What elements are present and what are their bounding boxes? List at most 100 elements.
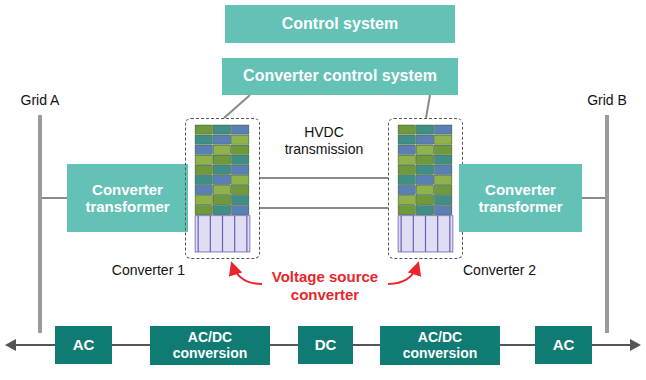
connector-line [270, 344, 298, 346]
connector-line [353, 344, 380, 346]
connector-line [426, 95, 430, 118]
valve-module [232, 125, 249, 134]
stage-box: AC [535, 326, 592, 364]
flow-arrowhead [5, 339, 16, 351]
box-text: Converter control system [243, 67, 437, 85]
valve-module [232, 165, 249, 174]
valve-module [213, 165, 230, 174]
support-leg [234, 216, 235, 252]
valve-module [213, 135, 230, 144]
valve-module [195, 165, 212, 174]
valve-module [435, 135, 452, 144]
valve-module [195, 196, 212, 205]
connector-line [224, 95, 250, 118]
valve-module [398, 155, 415, 164]
converter-illustration [186, 119, 259, 258]
support-leg [246, 216, 247, 252]
control-box: Control system [225, 5, 455, 43]
valve-module [398, 165, 415, 174]
grid-bus: Grid A [38, 115, 42, 333]
box-text: AC/DC conversion [150, 329, 270, 361]
valve-module [213, 125, 230, 134]
valve-module [416, 175, 433, 184]
valve-module [416, 206, 433, 215]
converter-label: Converter 2 [463, 262, 536, 278]
valve-module [195, 185, 212, 194]
valve-module [416, 125, 433, 134]
pointer-arrow [388, 264, 418, 284]
connector-line [260, 177, 388, 179]
valve-module [416, 155, 433, 164]
valve-module [416, 196, 433, 205]
grid-bus: Grid B [605, 115, 609, 333]
valve-module [435, 206, 452, 215]
box-text: AC [73, 336, 95, 353]
flow-line [14, 344, 55, 346]
converter-box: Converter 1 [185, 118, 260, 259]
valve-module [416, 165, 433, 174]
valve-module [232, 185, 249, 194]
valve-module [213, 175, 230, 184]
stage-box: DC [298, 326, 353, 364]
valve-module [195, 155, 212, 164]
valve-module [398, 185, 415, 194]
pointer-arrow [232, 264, 262, 284]
valve-module [213, 206, 230, 215]
converter-box: Converter 2 [388, 118, 463, 259]
valve-module [398, 135, 415, 144]
connector-line [112, 344, 150, 346]
valve-module [213, 155, 230, 164]
callout-label: Voltage source converter [240, 268, 410, 304]
valve-module [435, 155, 452, 164]
support-leg [425, 216, 426, 252]
support-frame [195, 216, 250, 252]
connector-line [260, 207, 388, 209]
support-leg [198, 216, 199, 252]
valve-module [398, 125, 415, 134]
valve-module [195, 125, 212, 134]
box-text: Converter transformer [67, 181, 188, 216]
support-leg [413, 216, 414, 252]
control-box: Converter control system [222, 58, 458, 95]
valve-module [232, 135, 249, 144]
connector-line [500, 344, 535, 346]
stage-box: AC/DC conversion [150, 326, 270, 365]
valve-module [398, 175, 415, 184]
stage-box: AC [55, 326, 112, 364]
transformer-box: Converter transformer [459, 164, 582, 232]
valve-module [232, 196, 249, 205]
valve-module [435, 196, 452, 205]
valve-module [416, 135, 433, 144]
valve-module [213, 196, 230, 205]
grid-label: Grid B [587, 92, 627, 108]
valve-module [435, 145, 452, 154]
support-leg [449, 216, 450, 252]
valve-module [435, 185, 452, 194]
valve-module [435, 175, 452, 184]
box-text: DC [315, 336, 337, 353]
support-leg [437, 216, 438, 252]
box-text: Control system [282, 15, 398, 33]
link-label: HVDC transmission [276, 124, 372, 158]
connector-line [42, 197, 67, 199]
valve-module [195, 175, 212, 184]
transformer-box: Converter transformer [67, 164, 188, 232]
support-frame [398, 216, 453, 252]
valve-module [232, 155, 249, 164]
valve-module [213, 185, 230, 194]
valve-module [398, 196, 415, 205]
valve-module [195, 206, 212, 215]
valve-module [416, 185, 433, 194]
flow-arrowhead [630, 339, 641, 351]
valve-module [195, 145, 212, 154]
valve-module [398, 145, 415, 154]
valve-module [195, 135, 212, 144]
box-text: AC/DC conversion [380, 329, 500, 361]
converter-illustration [389, 119, 462, 258]
valve-module [232, 206, 249, 215]
valve-module [232, 175, 249, 184]
flow-line [592, 344, 632, 346]
support-leg [401, 216, 402, 252]
valve-module [416, 145, 433, 154]
